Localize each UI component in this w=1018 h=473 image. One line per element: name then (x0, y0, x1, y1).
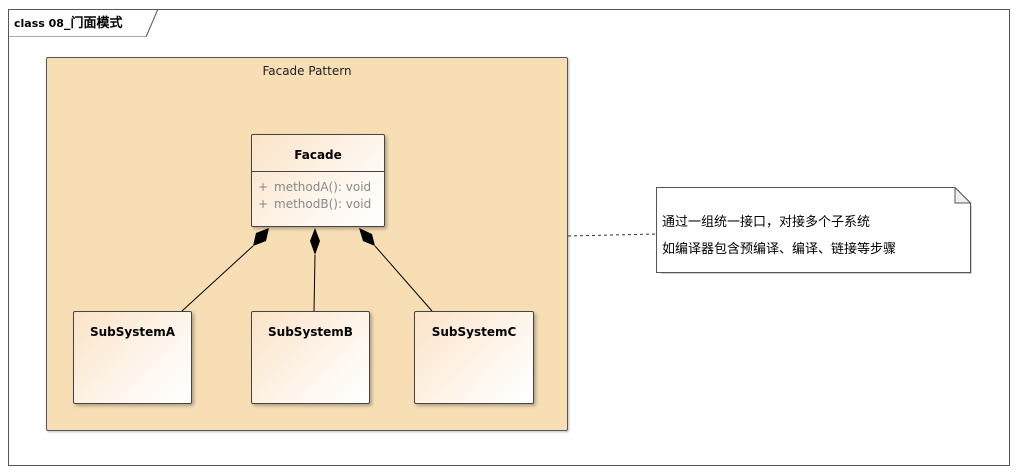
composition-diamond-a (253, 228, 269, 246)
subsystem-a-class[interactable]: SubSystemA (73, 311, 192, 404)
frame-title: class 08_门面模式 (14, 12, 122, 31)
operation-method-b[interactable]: + methodB(): void (252, 196, 384, 213)
frame-title-main: _门面模式 (63, 16, 123, 31)
visibility-public-icon: + (257, 180, 269, 194)
operation-signature: methodA(): void (274, 180, 372, 194)
connector-facade-subsystem-a (181, 245, 254, 312)
operation-method-a[interactable]: + methodA(): void (252, 179, 384, 196)
subsystem-c-class[interactable]: SubSystemC (414, 311, 534, 404)
facade-operations: + methodA(): void + methodB(): void (252, 172, 384, 213)
facade-class[interactable]: Facade + methodA(): void + methodB(): void (251, 134, 385, 227)
subsystem-b-name: SubSystemB (268, 325, 353, 339)
subsystem-a-name: SubSystemA (89, 325, 176, 339)
note[interactable]: 通过一组统一接口，对接多个子系统 如编译器包含预编译、编译、链接等步骤 (656, 187, 972, 274)
note-text: 通过一组统一接口，对接多个子系统 如编译器包含预编译、编译、链接等步骤 (662, 209, 896, 263)
connector-facade-subsystem-c (374, 245, 433, 312)
note-connector (567, 233, 657, 237)
operation-signature: methodB(): void (274, 197, 372, 211)
composition-diamond-c (359, 228, 375, 246)
facade-class-name: Facade (252, 135, 384, 172)
subsystem-c-name: SubSystemC (431, 325, 517, 339)
composition-diamond-b (310, 228, 320, 255)
frame-title-tab (8, 9, 158, 37)
frame-title-prefix: class 08 (14, 17, 64, 30)
connector-facade-subsystem-b (313, 254, 316, 312)
note-shape (656, 187, 972, 274)
package-title: Facade Pattern (262, 64, 352, 78)
visibility-public-icon: + (257, 197, 269, 211)
note-line-2: 如编译器包含预编译、编译、链接等步骤 (662, 242, 897, 257)
subsystem-b-class[interactable]: SubSystemB (251, 311, 370, 404)
note-line-1: 通过一组统一接口，对接多个子系统 (662, 215, 871, 230)
